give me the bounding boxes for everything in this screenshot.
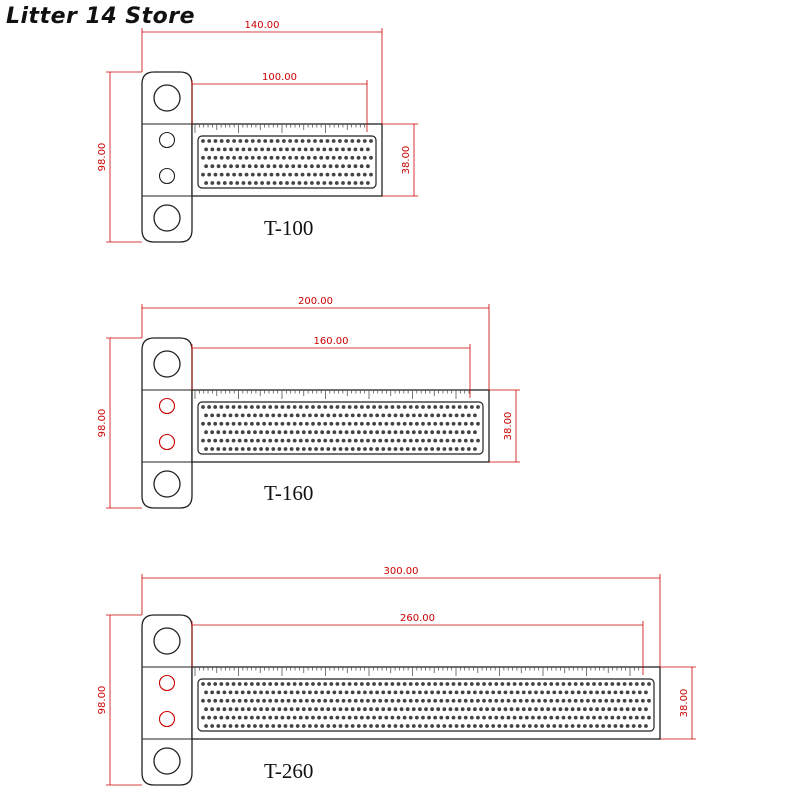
hole-panel <box>197 678 655 732</box>
mounting-hole <box>153 627 181 655</box>
width-label: 38.00 <box>503 412 514 441</box>
hole-grid <box>201 405 480 451</box>
scale-ticks <box>194 124 366 133</box>
hole-grid <box>201 139 373 185</box>
mounting-hole <box>153 470 181 498</box>
width-label: 38.00 <box>679 689 690 718</box>
pin-hole <box>158 167 176 185</box>
mounting-hole <box>153 350 181 378</box>
dimensions: 300.00 260.00 98.00 38.00 <box>97 566 696 786</box>
model-label: T-100 <box>264 216 313 240</box>
scale-ticks <box>194 667 640 676</box>
model-label: T-260 <box>264 759 313 783</box>
hole-panel <box>197 135 377 189</box>
total-length-label: 200.00 <box>298 296 333 307</box>
pin-hole <box>158 710 176 728</box>
ruler-t-160: 200.00 160.00 98.00 38.00T-160 <box>97 296 520 509</box>
hole-grid <box>201 682 651 728</box>
height-label: 98.00 <box>97 686 108 715</box>
mounting-hole <box>153 747 181 775</box>
total-length-label: 140.00 <box>245 20 280 31</box>
mounting-hole <box>153 204 181 232</box>
dimensions: 200.00 160.00 98.00 38.00 <box>97 296 520 509</box>
ruler-head <box>141 71 193 243</box>
dimensions: 140.00 100.00 98.00 38.00 <box>97 20 418 243</box>
pin-hole <box>158 131 176 149</box>
pin-hole <box>158 674 176 692</box>
scale-ticks <box>194 390 470 399</box>
mounting-hole <box>153 84 181 112</box>
total-length-label: 300.00 <box>384 566 419 577</box>
ruler-head <box>141 337 193 509</box>
width-label: 38.00 <box>401 146 412 175</box>
ruler-t-260: 300.00 260.00 98.00 38.00T-260 <box>97 566 696 786</box>
model-label: T-160 <box>264 481 313 505</box>
scale-length-label: 160.00 <box>314 336 349 347</box>
scale-length-label: 100.00 <box>262 72 297 83</box>
height-label: 98.00 <box>97 143 108 172</box>
ruler-t-100: 140.00 100.00 98.00 38.00T-100 <box>97 20 418 243</box>
store-title: Litter 14 Store <box>6 4 196 29</box>
pin-hole <box>158 433 176 451</box>
scale-length-label: 260.00 <box>400 613 435 624</box>
height-label: 98.00 <box>97 409 108 438</box>
ruler-head <box>141 614 193 786</box>
pin-hole <box>158 397 176 415</box>
hole-panel <box>197 401 484 455</box>
